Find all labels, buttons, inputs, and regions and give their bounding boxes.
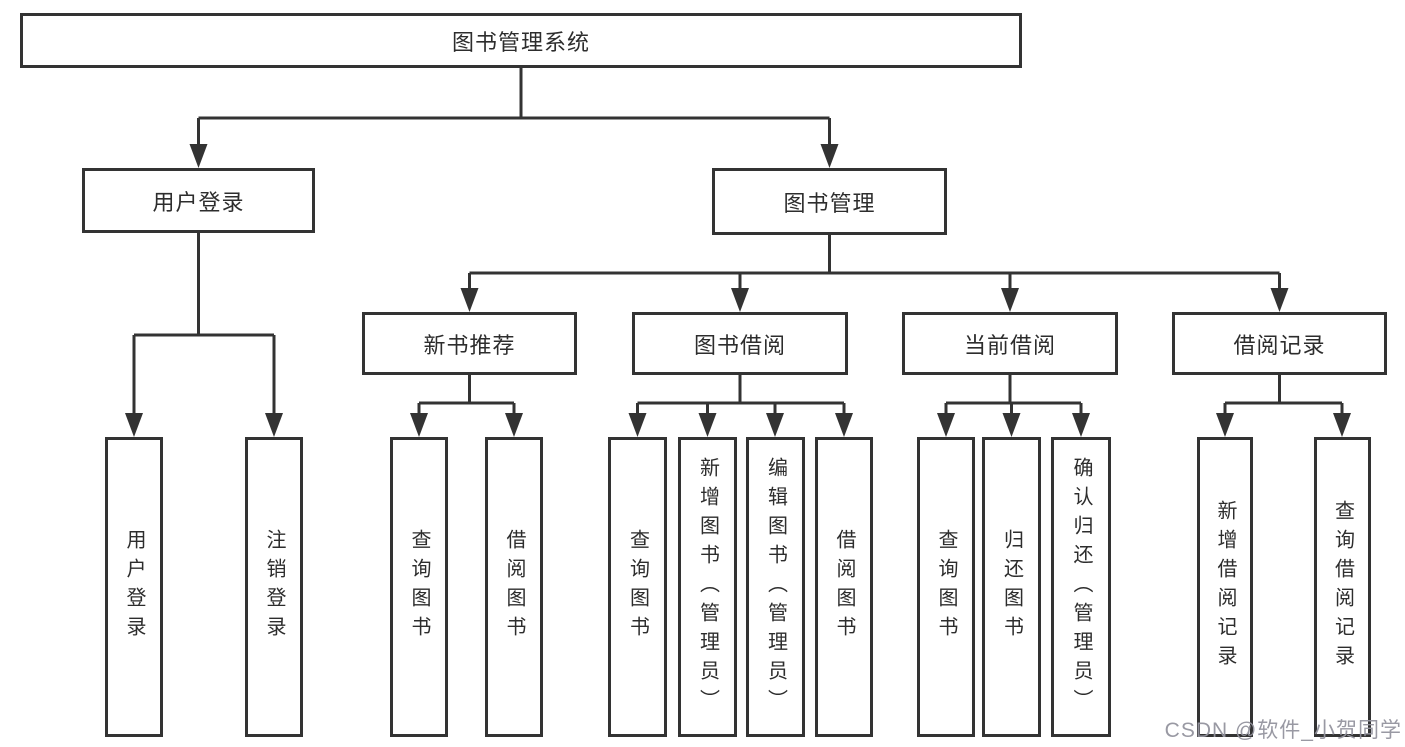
leaf-label: 查询图书 (408, 529, 430, 645)
leaf-user-login: 用户登录 (105, 437, 163, 737)
node-current-borrow: 当前借阅 (902, 312, 1118, 375)
leaf-query-books: 查询图书 (608, 437, 667, 737)
leaf-return-books: 归还图书 (982, 437, 1041, 737)
node-label: 图书管理系统 (451, 29, 590, 55)
leaf-label: 查询借阅记录 (1331, 500, 1354, 674)
node-label: 用户登录 (152, 189, 245, 215)
leaf-edit-books-admin: 编辑图书（管理员） (746, 437, 805, 737)
node-label: 图书借阅 (693, 332, 786, 358)
node-book-borrow: 图书借阅 (632, 312, 848, 375)
node-library-system: 图书管理系统 (20, 13, 1022, 68)
node-label: 当前借阅 (963, 332, 1056, 358)
leaf-label: 借阅图书 (503, 529, 525, 645)
leaf-query-books: 查询图书 (390, 437, 448, 737)
leaf-label: 新增借阅记录 (1214, 500, 1236, 674)
leaf-query-books: 查询图书 (917, 437, 975, 737)
leaf-label: 编辑图书（管理员） (764, 456, 787, 718)
leaf-borrow-books: 借阅图书 (815, 437, 873, 737)
leaf-label: 用户登录 (123, 529, 145, 645)
leaf-label: 确认归还（管理员） (1070, 456, 1092, 718)
leaf-label: 注销登录 (263, 529, 285, 645)
node-label: 图书管理 (783, 190, 876, 216)
node-label: 新书推荐 (423, 332, 516, 358)
leaf-label: 归还图书 (1000, 529, 1023, 645)
leaf-confirm-return-admin: 确认归还（管理员） (1051, 437, 1111, 737)
node-borrow-record: 借阅记录 (1172, 312, 1387, 375)
node-label: 借阅记录 (1233, 332, 1326, 358)
leaf-label: 查询图书 (626, 529, 649, 645)
leaf-label: 借阅图书 (833, 529, 855, 645)
node-book-management: 图书管理 (712, 168, 947, 235)
leaf-label: 查询图书 (935, 529, 957, 645)
leaf-borrow-books: 借阅图书 (485, 437, 543, 737)
leaf-add-books-admin: 新增图书（管理员） (678, 437, 737, 737)
node-user-login: 用户登录 (82, 168, 315, 233)
leaf-logout: 注销登录 (245, 437, 303, 737)
leaf-label: 新增图书（管理员） (696, 456, 719, 718)
leaf-query-borrow-record: 查询借阅记录 (1314, 437, 1371, 737)
arrowhead-icons (125, 144, 1351, 437)
csdn-watermark: CSDN @软件_小贺同学 (1164, 719, 1402, 742)
node-new-book-recommend: 新书推荐 (362, 312, 577, 375)
leaf-add-borrow-record: 新增借阅记录 (1197, 437, 1253, 737)
